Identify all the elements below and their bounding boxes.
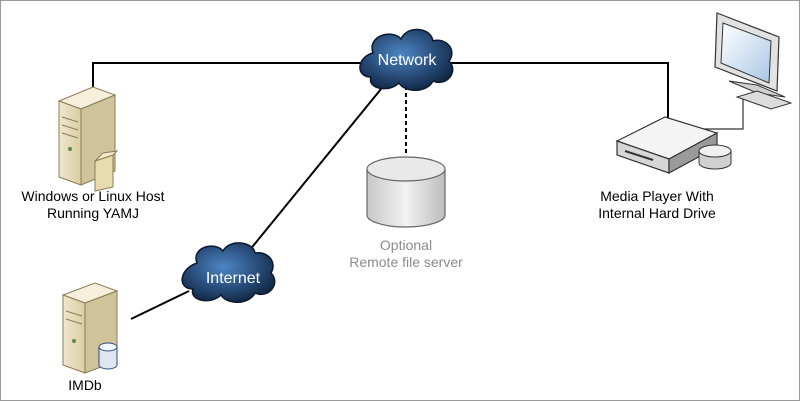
database-icon — [98, 342, 118, 370]
host-label: Windows or Linux Host Running YAMJ — [3, 188, 183, 222]
file-server-disk-icon — [366, 156, 446, 228]
file-server-label-line1: Optional — [379, 237, 433, 253]
internet-imdb-link — [130, 290, 190, 320]
media-player-label: Media Player With Internal Hard Drive — [577, 188, 737, 222]
media-player-icon — [615, 116, 732, 175]
host-server-icon — [57, 86, 119, 192]
internet-cloud-icon — [181, 242, 276, 303]
host-label-line2: Running YAMJ — [46, 205, 140, 221]
host-network-link — [92, 62, 371, 89]
hard-drive-icon — [698, 144, 732, 170]
host-label-line1: Windows or Linux Host — [21, 188, 165, 204]
file-server-label-line2: Remote file server — [349, 254, 463, 270]
imdb-server-icon — [61, 282, 119, 374]
network-media-player-link — [441, 62, 669, 119]
monitor-player-link — [689, 96, 744, 130]
network-label: Network — [377, 52, 437, 69]
imdb-label: IMDb — [68, 377, 102, 393]
network-internet-link — [230, 88, 382, 274]
internet-label: Internet — [205, 270, 261, 287]
file-server-label: Optional Remote file server — [316, 237, 496, 271]
media-player-label-line1: Media Player With — [600, 188, 714, 204]
media-player-label-line2: Internal Hard Drive — [598, 205, 716, 221]
network-cloud-icon — [359, 28, 454, 91]
connection-lines — [92, 62, 744, 320]
monitor-icon — [714, 12, 793, 110]
